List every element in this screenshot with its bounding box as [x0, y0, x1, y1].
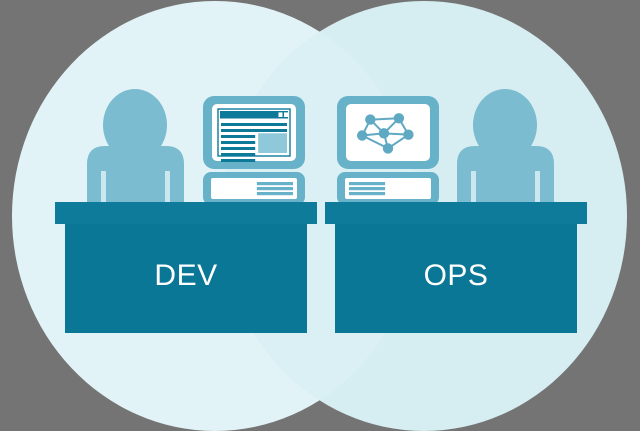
- ops-keyboard-lines-icon: [349, 182, 386, 196]
- dev-person-body: [87, 146, 184, 208]
- ops-person: [457, 89, 554, 208]
- ops-desk-label: OPS: [424, 259, 489, 292]
- ops-person-body: [457, 146, 554, 208]
- ops-keyboard: [337, 172, 439, 205]
- dev-keyboard: [203, 172, 305, 205]
- ops-desk: [325, 202, 587, 333]
- ops-network-graph-icon: [356, 113, 414, 154]
- dev-person-arm-gap-right: [165, 171, 170, 208]
- dev-desk: [55, 202, 317, 333]
- ops-desk-body: [335, 224, 577, 333]
- dev-person-head: [103, 89, 167, 161]
- dev-desk-top: [55, 202, 317, 224]
- dev-panel: DEV: [55, 89, 317, 333]
- ops-person-arm-gap-left: [471, 171, 476, 208]
- dev-monitor: [203, 96, 305, 169]
- ops-person-head: [473, 89, 537, 161]
- ops-desk-top: [325, 202, 587, 224]
- dev-person: [87, 89, 184, 208]
- ops-panel: OPS: [325, 89, 587, 333]
- dev-desk-label: DEV: [154, 259, 217, 292]
- dev-document-window-icon: [217, 108, 291, 162]
- ops-person-arm-gap-right: [535, 171, 540, 208]
- dev-desk-body: [65, 224, 307, 333]
- dev-keyboard-lines-icon: [256, 182, 293, 196]
- dev-person-arm-gap-left: [101, 171, 106, 208]
- circle-overlap: [221, 1, 418, 431]
- ops-monitor: [337, 96, 439, 169]
